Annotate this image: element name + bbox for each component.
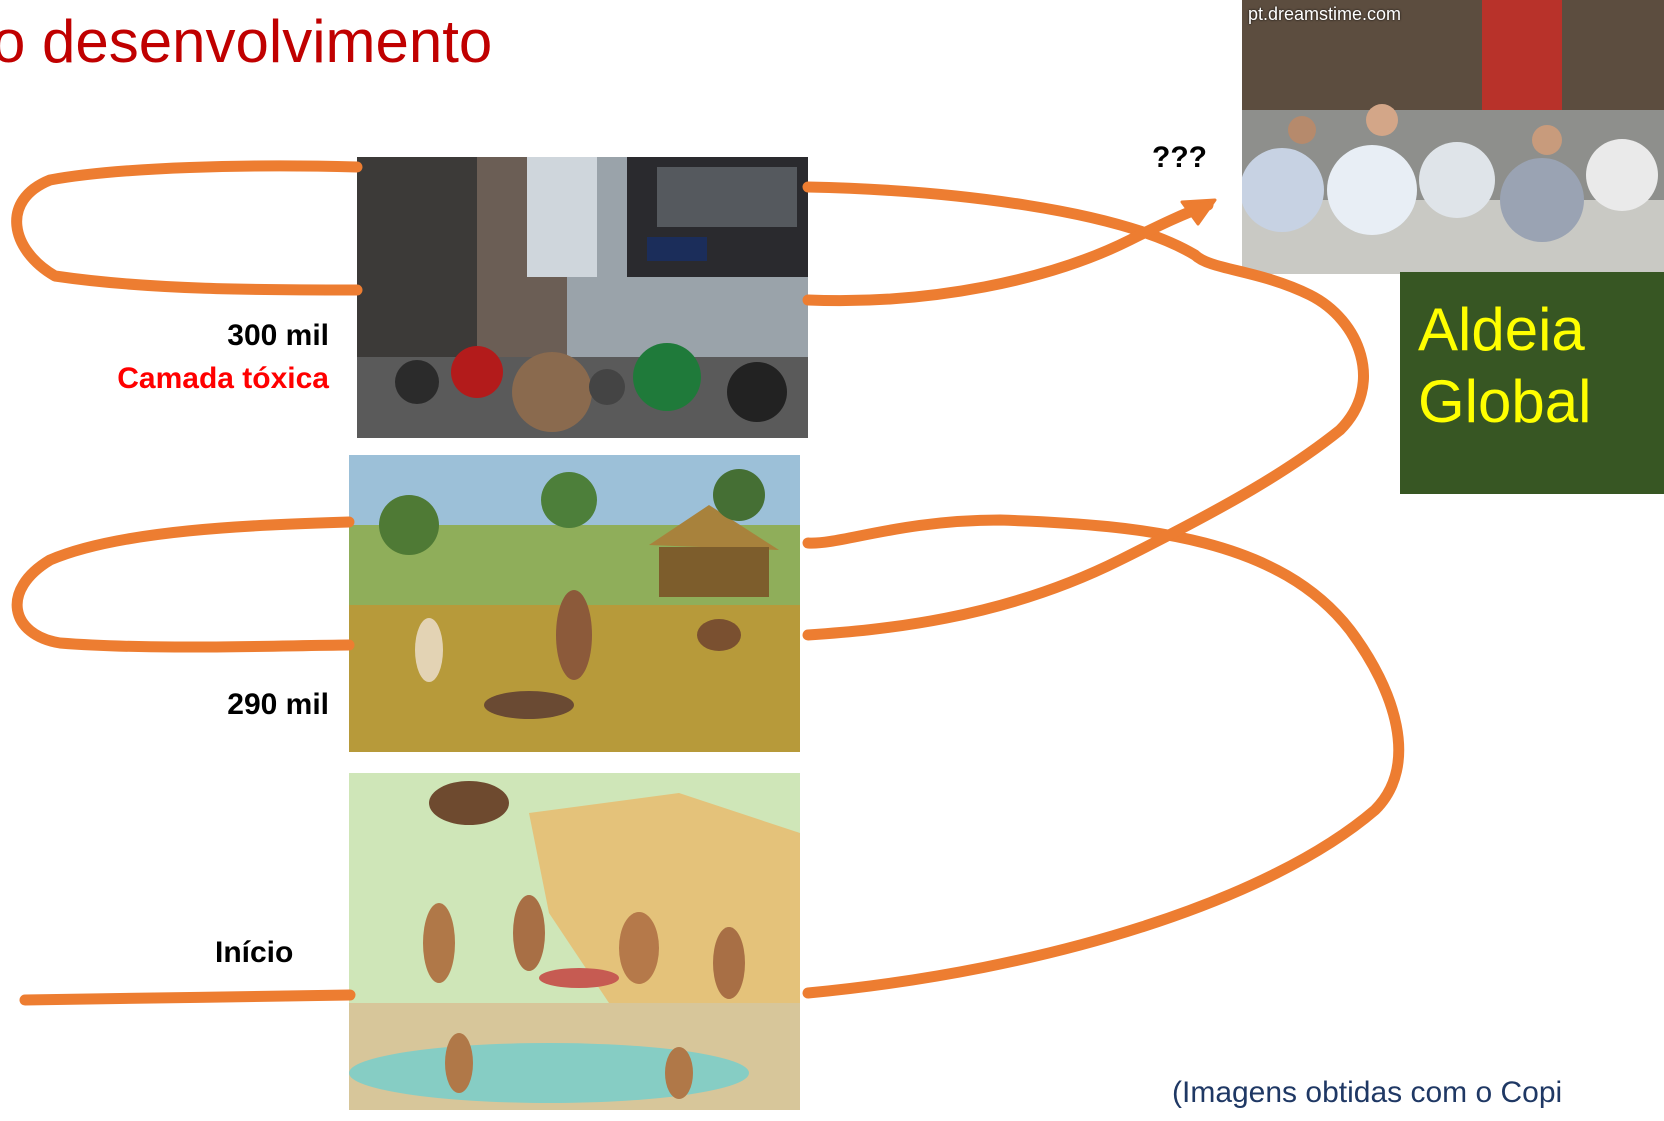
box-line-2: Global [1418, 368, 1592, 435]
spiral-segment [802, 199, 1214, 307]
prehistoric-hunters-illustration [349, 773, 800, 1110]
modern-city-crowd-photo [357, 157, 808, 438]
label-start: Início [215, 936, 294, 969]
neolithic-village-illustration [349, 455, 800, 752]
spiral-segment [802, 514, 1405, 999]
box-line-1: Aldeia [1418, 296, 1585, 363]
label-unknown-future: ??? [1152, 141, 1207, 174]
label-290-mil: 290 mil [227, 688, 329, 721]
spiral-segment [11, 160, 363, 296]
image-watermark: pt.dreamstime.com [1248, 4, 1402, 24]
spiral-segment [19, 989, 356, 1006]
arrow-head [1180, 198, 1217, 226]
global-crowd-photo: pt.dreamstime.com [1242, 0, 1664, 274]
global-village-box: Aldeia Global [1400, 272, 1664, 494]
label-toxic-layer: Camada tóxica [117, 362, 329, 395]
image-credit-note: (Imagens obtidas com o Copi [1172, 1076, 1563, 1109]
spiral-segment [11, 516, 355, 653]
slide-title: o desenvolvimento [0, 8, 493, 75]
label-300-mil: 300 mil [227, 319, 329, 352]
